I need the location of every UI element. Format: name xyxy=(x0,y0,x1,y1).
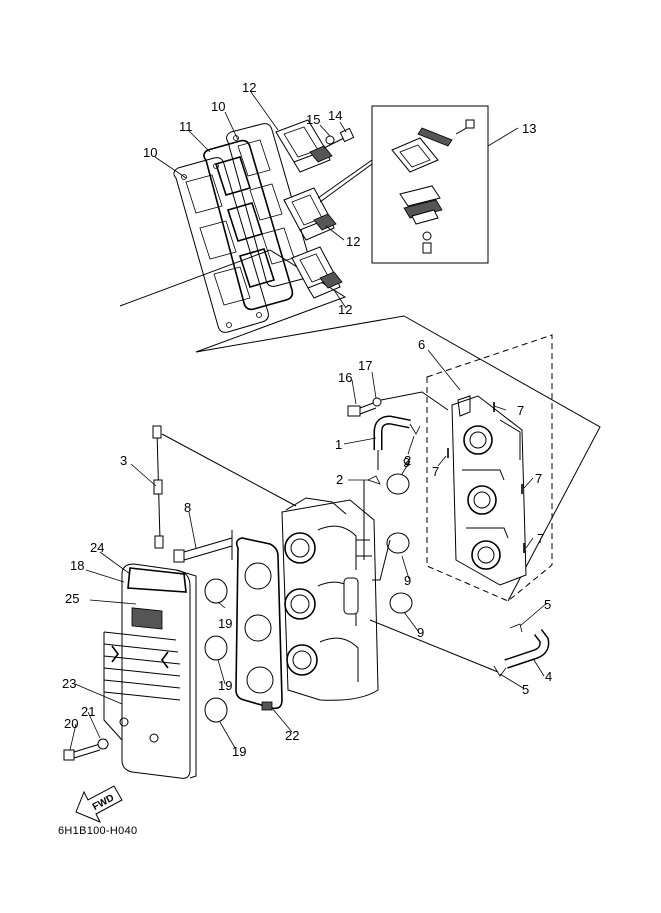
clip-2-upper xyxy=(409,423,421,435)
intake-manifold-6 xyxy=(451,395,527,586)
callout-3: 3 xyxy=(120,453,127,468)
seal-9-c xyxy=(389,592,413,614)
clip-2-lower xyxy=(366,475,381,485)
dowel-pins-7 xyxy=(447,402,525,553)
washer-21 xyxy=(97,738,109,750)
callout-2-upper: 2 xyxy=(404,453,411,468)
carburetor-gasket-22 xyxy=(235,537,283,711)
callout-12-upper: 12 xyxy=(242,80,256,95)
callout-7-b: 7 xyxy=(432,464,439,479)
callout-labels: 10 11 10 12 15 14 13 12 12 6 17 16 7 1 2… xyxy=(62,80,552,759)
callout-9-c: 9 xyxy=(417,625,424,640)
hose-4 xyxy=(504,629,550,669)
intake-manifold-group-outline xyxy=(426,334,553,602)
callout-22: 22 xyxy=(285,728,299,743)
callout-2-lower: 2 xyxy=(336,472,343,487)
callout-14: 14 xyxy=(328,108,342,123)
callout-21: 21 xyxy=(81,704,95,719)
callout-19-b: 19 xyxy=(218,678,232,693)
o-ring-19-a xyxy=(204,578,228,604)
gasket-10-rear xyxy=(173,157,269,333)
reed-valve-assembly-lower xyxy=(291,246,343,299)
callout-12-lower: 12 xyxy=(338,302,352,317)
callout-15: 15 xyxy=(306,112,320,127)
callout-7-a: 7 xyxy=(517,403,524,418)
washer-15 xyxy=(325,135,335,145)
callout-7-d: 7 xyxy=(537,531,544,546)
reed-valve-assembly-middle xyxy=(283,187,337,241)
o-ring-19-c xyxy=(204,697,228,723)
carburetor-body xyxy=(281,497,379,701)
callout-10-front: 10 xyxy=(211,99,225,114)
callout-12-middle: 12 xyxy=(346,234,360,249)
seal-9-a xyxy=(386,473,410,495)
callout-25: 25 xyxy=(65,591,79,606)
callout-7-c: 7 xyxy=(535,471,542,486)
callout-10-rear: 10 xyxy=(143,145,157,160)
callout-6: 6 xyxy=(418,337,425,352)
callout-4: 4 xyxy=(545,669,552,684)
label-plate-25 xyxy=(131,607,163,630)
hose-1 xyxy=(373,415,411,450)
callout-9-b: 9 xyxy=(404,573,411,588)
clip-5-lower xyxy=(493,665,507,677)
callout-19-c: 19 xyxy=(232,744,246,759)
callout-5-upper: 5 xyxy=(544,597,551,612)
callout-13: 13 xyxy=(522,121,536,136)
intake-silencer-cover xyxy=(103,563,197,779)
callout-9-a: 9 xyxy=(403,455,410,470)
carburetor-group-outline xyxy=(195,315,601,602)
leader-lines xyxy=(69,91,548,751)
o-ring-19-b xyxy=(204,635,228,661)
callout-5-lower: 5 xyxy=(522,682,529,697)
callout-18: 18 xyxy=(70,558,84,573)
bolt-16 xyxy=(347,401,377,417)
callout-17: 17 xyxy=(358,358,372,373)
callout-11: 11 xyxy=(179,119,193,134)
callout-16: 16 xyxy=(338,370,352,385)
cable-3 xyxy=(152,425,164,549)
bolt-20 xyxy=(63,743,101,761)
reed-valve-detail-inset xyxy=(317,105,489,264)
clip-5-upper xyxy=(509,623,523,633)
callout-19-a: 19 xyxy=(218,616,232,631)
fwd-arrow: FWD xyxy=(75,785,123,823)
callout-23: 23 xyxy=(62,676,76,691)
seal-9-b xyxy=(386,532,410,554)
diagram-reference-code: 6H1B100-H040 xyxy=(58,825,137,837)
washer-17 xyxy=(372,397,382,407)
callout-24: 24 xyxy=(90,540,104,555)
bolt-8 xyxy=(173,537,233,563)
callout-8: 8 xyxy=(184,500,191,515)
reed-valve-assembly-upper xyxy=(275,119,333,173)
callout-20: 20 xyxy=(64,716,78,731)
callout-1: 1 xyxy=(335,437,342,452)
